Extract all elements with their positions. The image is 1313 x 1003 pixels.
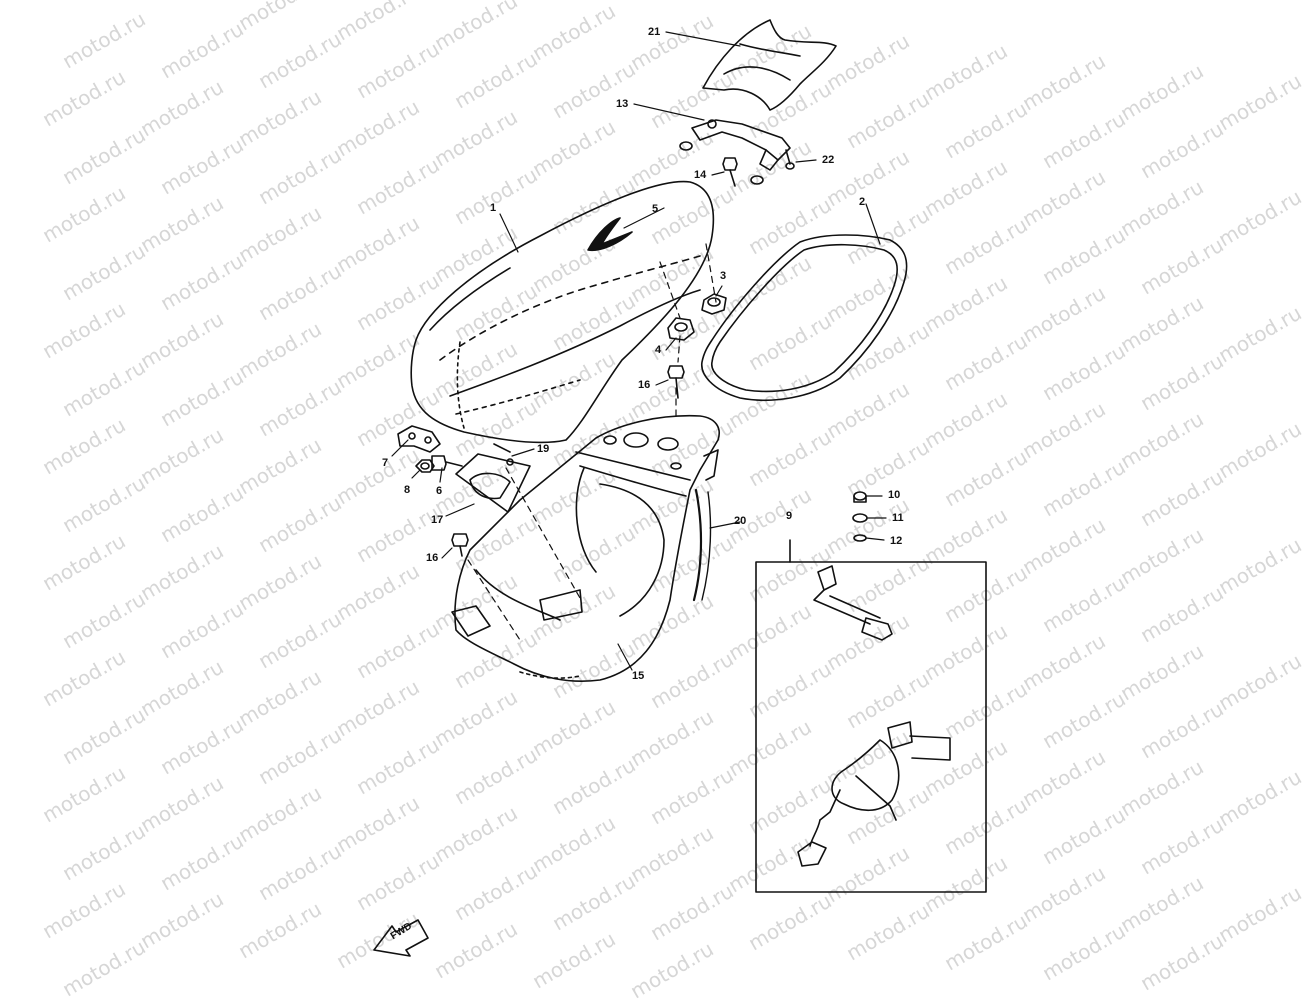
callout-21: 21 — [648, 26, 661, 38]
callout-12: 12 — [890, 535, 903, 547]
fastener-part-10 — [853, 491, 867, 503]
callout-9: 9 — [786, 510, 793, 522]
callout-2: 2 — [859, 196, 866, 208]
storage-box-part-15 — [451, 414, 720, 683]
seal-part-2 — [701, 234, 908, 401]
leader-lines — [391, 31, 887, 671]
seat-part-1 — [410, 180, 715, 444]
callout-22: 22 — [822, 154, 835, 166]
callout-20: 20 — [734, 515, 747, 527]
bolt-part-16-upper — [667, 365, 685, 399]
callout-17: 17 — [431, 514, 444, 526]
callout-19: 19 — [537, 443, 550, 455]
callout-16-upper: 16 — [638, 379, 651, 391]
callout-16-lower: 16 — [426, 552, 439, 564]
callout-6: 6 — [436, 485, 443, 497]
damper-part-3 — [701, 293, 727, 315]
callout-13: 13 — [616, 98, 629, 110]
callout-5: 5 — [652, 203, 659, 215]
callout-1: 1 — [490, 202, 497, 214]
hinge-bracket-part-13 — [679, 119, 791, 185]
callout-4: 4 — [655, 344, 662, 356]
damper-part-4 — [667, 317, 695, 341]
hinge-plate-part-7 — [397, 425, 441, 453]
bolt-part-16-lower — [451, 533, 469, 557]
washer-part-11 — [852, 513, 868, 523]
callout-10: 10 — [888, 489, 901, 501]
lid-cover-part-17 — [455, 453, 531, 513]
callout-3: 3 — [720, 270, 727, 282]
forward-direction-arrow — [373, 919, 429, 957]
emblem-part-5 — [587, 217, 633, 252]
bolt-part-14 — [722, 157, 738, 187]
callout-7: 7 — [382, 457, 389, 469]
bolt-part-6 — [431, 455, 463, 471]
nut-part-8 — [415, 459, 435, 473]
callout-11: 11 — [892, 512, 904, 524]
callout-8: 8 — [404, 484, 411, 496]
callout-14: 14 — [694, 169, 707, 181]
pin-part-22 — [785, 149, 795, 170]
callout-15: 15 — [632, 670, 645, 682]
key-set-box-part-9 — [755, 539, 987, 893]
rear-cover-part-21 — [702, 19, 837, 111]
hose-part-20 — [692, 488, 712, 602]
washer-part-12 — [853, 534, 867, 542]
